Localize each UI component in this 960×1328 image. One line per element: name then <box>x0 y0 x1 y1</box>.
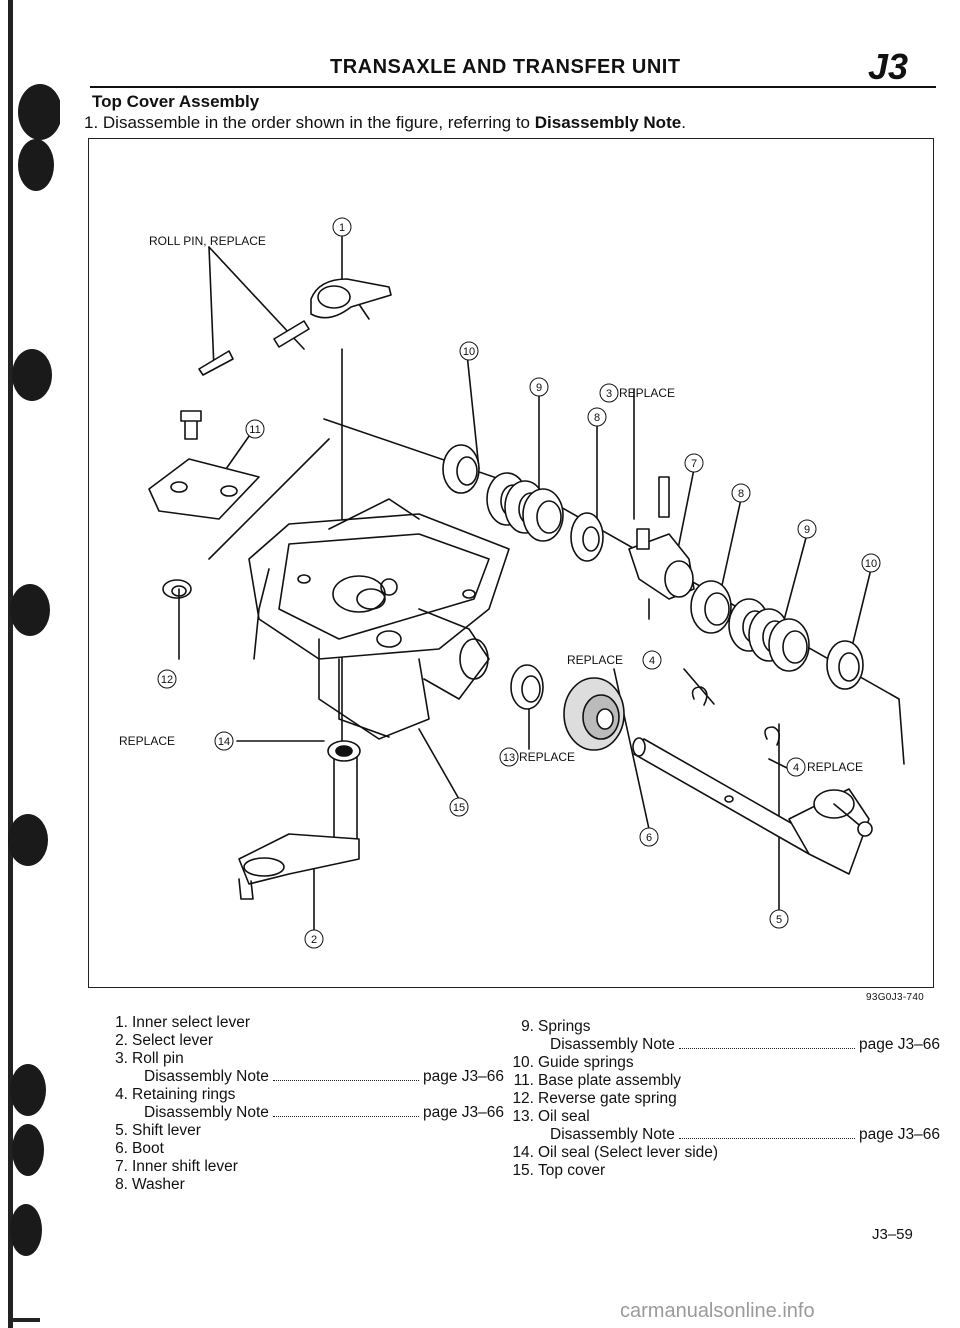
callout-15: 15 <box>449 797 469 817</box>
legend-item: 2.Select lever <box>115 1032 213 1049</box>
legend-item: 3.Roll pin <box>115 1050 184 1067</box>
svg-text:8: 8 <box>594 412 600 424</box>
callout-12: 12 <box>157 669 177 689</box>
callout-10b: 10 <box>861 553 881 573</box>
svg-text:4: 4 <box>793 762 799 774</box>
step-prefix: 1. Disassemble in the order shown in the… <box>84 113 535 132</box>
callout-8b: 8 <box>731 483 751 503</box>
callout-9b: 9 <box>797 519 817 539</box>
svg-text:5: 5 <box>776 914 782 926</box>
page-number: J3–59 <box>872 1226 913 1243</box>
callout-8a: 8 <box>587 407 607 427</box>
legend-item: 7.Inner shift lever <box>115 1158 238 1175</box>
svg-text:8: 8 <box>738 488 744 500</box>
legend-item: 6.Boot <box>115 1140 164 1157</box>
callout-1: 1 <box>332 217 352 237</box>
svg-text:13: 13 <box>503 752 515 764</box>
watermark: carmanualsonline.info <box>620 1300 815 1322</box>
label-replace-4-upper: REPLACE <box>567 653 623 667</box>
callout-9a: 9 <box>529 377 549 397</box>
callout-2: 2 <box>304 929 324 949</box>
callout-3: 3 <box>599 383 619 403</box>
legend-item: 12.Reverse gate spring <box>512 1090 677 1107</box>
legend-item: 1.Inner select lever <box>115 1014 251 1031</box>
callout-14: 14 <box>214 731 234 751</box>
instruction-step: 1. Disassemble in the order shown in the… <box>84 113 686 133</box>
legend-item: 15.Top cover <box>512 1162 606 1179</box>
header-title: TRANSAXLE AND TRANSFER UNIT <box>330 56 681 78</box>
svg-text:6: 6 <box>646 832 652 844</box>
legend-item: 11.Base plate assembly <box>513 1072 682 1089</box>
label-replace-4-lower: REPLACE <box>807 760 863 774</box>
svg-text:14: 14 <box>218 736 230 748</box>
callout-11: 11 <box>245 419 265 439</box>
header-rule <box>90 86 936 88</box>
callout-10a: 10 <box>459 341 479 361</box>
label-roll-pin-replace: ROLL PIN, REPLACE <box>149 234 266 248</box>
callout-4-lower: 4 <box>786 757 806 777</box>
exploded-diagram-frame: ROLL PIN, REPLACE REPLACE REPLACE REPLAC… <box>88 138 934 988</box>
figure-code: 93G0J3-740 <box>866 992 925 1003</box>
svg-text:7: 7 <box>691 458 697 470</box>
section-title: Top Cover Assembly <box>92 92 260 111</box>
callout-5: 5 <box>769 909 789 929</box>
callout-13: 13 <box>499 747 519 767</box>
svg-text:12: 12 <box>161 674 173 686</box>
legend-item: 9.Springs <box>521 1018 591 1035</box>
legend-item: 13.Oil seal <box>512 1108 590 1125</box>
svg-text:9: 9 <box>804 524 810 536</box>
step-suffix: . <box>681 113 686 132</box>
svg-text:10: 10 <box>865 558 877 570</box>
svg-text:3: 3 <box>606 388 612 400</box>
svg-text:2: 2 <box>311 934 317 946</box>
callout-4-upper: 4 <box>642 650 662 670</box>
callout-6: 6 <box>639 827 659 847</box>
legend-item: 8.Washer <box>115 1176 185 1193</box>
legend-left: 1.Inner select lever 2.Select lever 3.Ro… <box>104 1014 504 1194</box>
binder-edge <box>8 0 60 1328</box>
svg-text:15: 15 <box>453 802 465 814</box>
callout-7: 7 <box>684 453 704 473</box>
legend-item: 4.Retaining rings <box>115 1086 236 1103</box>
label-replace-3: REPLACE <box>619 386 675 400</box>
svg-text:11: 11 <box>249 424 260 436</box>
step-note-link: Disassembly Note <box>534 113 682 132</box>
svg-text:10: 10 <box>463 346 475 358</box>
legend-item: 5.Shift lever <box>115 1122 201 1139</box>
label-replace-14: REPLACE <box>119 734 175 748</box>
svg-text:1: 1 <box>339 222 345 234</box>
svg-text:9: 9 <box>536 382 542 394</box>
legend-item: 14.Oil seal (Select lever side) <box>512 1144 719 1161</box>
svg-text:4: 4 <box>649 655 655 667</box>
label-replace-13: REPLACE <box>519 750 575 764</box>
section-code: J3 <box>868 46 909 87</box>
exploded-diagram: ROLL PIN, REPLACE REPLACE REPLACE REPLAC… <box>119 217 905 949</box>
legend-item: 10.Guide springs <box>512 1054 634 1071</box>
